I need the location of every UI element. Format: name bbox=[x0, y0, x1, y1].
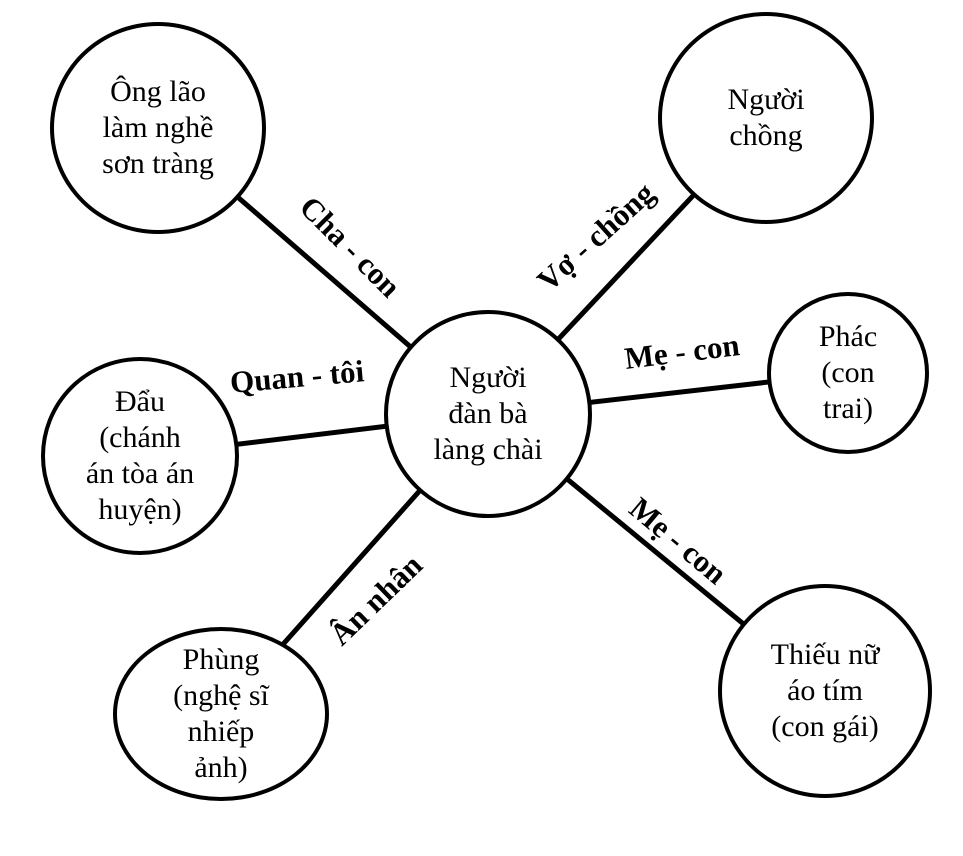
node-phac-label: Phác (con trai) bbox=[818, 320, 878, 425]
node-thieu-nu-ao-tim: Thiếu nữ áo tím (con gái) bbox=[718, 584, 932, 798]
node-dau-label: Đẩu (chánh án tòa án huyện) bbox=[85, 385, 195, 526]
node-dau: Đẩu (chánh án tòa án huyện) bbox=[41, 357, 239, 555]
node-phung: Phùng (nghệ sĩ nhiếp ảnh) bbox=[113, 627, 329, 801]
node-phung-label: Phùng (nghệ sĩ nhiếp ảnh) bbox=[173, 643, 269, 784]
node-thieu-nu-label: Thiếu nữ áo tím (con gái) bbox=[770, 638, 880, 743]
node-nguoi-chong: Người chồng bbox=[658, 12, 874, 224]
node-ong-lao: Ông lão làm nghề sơn tràng bbox=[50, 22, 266, 234]
node-nguoi-chong-label: Người chồng bbox=[727, 83, 805, 152]
node-center-label: Người đàn bà làng chài bbox=[433, 361, 543, 466]
node-phac: Phác (con trai) bbox=[767, 292, 929, 454]
node-nguoi-dan-ba-lang-chai: Người đàn bà làng chài bbox=[384, 310, 592, 518]
node-ong-lao-label: Ông lão làm nghề sơn tràng bbox=[102, 75, 214, 180]
